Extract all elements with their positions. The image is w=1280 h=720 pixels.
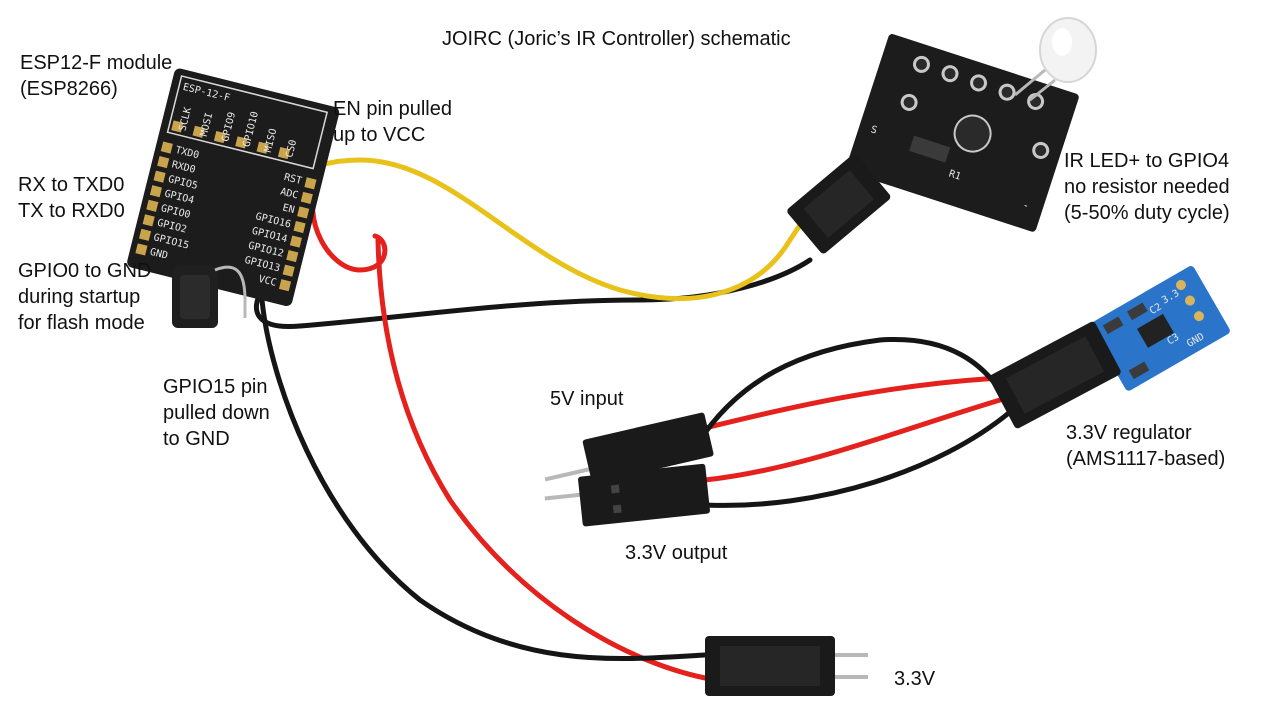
pcb-pin-label: VCC bbox=[257, 274, 277, 289]
pcb-pin-pad bbox=[138, 228, 152, 241]
label-ir-led: IR LED+ to GPIO4 no resistor needed (5-5… bbox=[1064, 150, 1230, 224]
diagram-title: JOIRC (Joric’s IR Controller) schematic bbox=[442, 28, 791, 50]
label-gpio0: GPIO0 to GND during startup for flash mo… bbox=[18, 260, 152, 334]
pcb-pin-pad bbox=[146, 199, 159, 212]
wire-gnd-to-ir bbox=[253, 257, 813, 330]
pcb-pin-pad bbox=[304, 177, 317, 190]
pcb-pin-pad bbox=[256, 141, 269, 154]
pcb-pin-label: ADC bbox=[279, 187, 299, 202]
pcb-pin-label: CS0 bbox=[284, 139, 299, 159]
label-rx-tx: RX to TXD0 TX to RXD0 bbox=[18, 174, 125, 222]
pcb-pin-pad bbox=[300, 191, 313, 204]
pcb-pin-pad bbox=[153, 170, 166, 183]
input-5v-connector bbox=[544, 412, 714, 484]
wire-gnd-to-3v3 bbox=[259, 297, 708, 662]
ir-connector bbox=[787, 154, 891, 254]
pcb-pin-label: GND bbox=[149, 247, 169, 262]
reg-mark-c3: C3 bbox=[1165, 332, 1181, 348]
reg-mark-c2: C2 bbox=[1148, 302, 1164, 318]
ir-mark-r1: R1 bbox=[947, 169, 962, 183]
pcb-pin-pad bbox=[157, 156, 170, 169]
flash-button bbox=[172, 265, 247, 328]
pcb-pin-pad bbox=[192, 125, 205, 138]
regulator-connector bbox=[989, 321, 1121, 429]
label-regulator: 3.3V regulator (AMS1117-based) bbox=[1066, 422, 1226, 470]
regulator-board: GND 3.3 C2 C3 bbox=[1089, 266, 1230, 391]
pcb-pin-pad bbox=[213, 131, 226, 144]
label-gpio15: GPIO15 pin pulled down to GND bbox=[163, 376, 270, 450]
out-33v-connector bbox=[705, 636, 868, 696]
pcb-pin-pad bbox=[149, 185, 163, 198]
pcb-pin-pad bbox=[277, 146, 291, 160]
pcb-pin-pad bbox=[293, 220, 306, 234]
label-33v-output: 3.3V output bbox=[625, 542, 728, 564]
label-esp-module: ESP12-F module (ESP8266) bbox=[20, 52, 173, 100]
ir-mark-s: S bbox=[869, 124, 878, 136]
label-5v-input: 5V input bbox=[550, 388, 624, 410]
pcb-pin-pad bbox=[297, 206, 310, 219]
pcb-pin-pad bbox=[282, 264, 295, 277]
pcb-pin-pad bbox=[142, 214, 155, 227]
pcb-pin-pad bbox=[278, 279, 292, 292]
pcb-pin-pad bbox=[235, 136, 248, 149]
pcb-pin-label: EN bbox=[281, 203, 295, 217]
pcb-pin-pad bbox=[289, 235, 302, 248]
wire-reg-black-upper bbox=[697, 336, 1008, 443]
label-33v: 3.3V bbox=[894, 668, 936, 690]
wire-reg-red-upper bbox=[702, 375, 1003, 431]
label-en-pin: EN pin pulled up to VCC bbox=[333, 98, 452, 146]
ir-led-module: S - R1 bbox=[845, 34, 1079, 232]
wire-en-pullup bbox=[310, 177, 388, 273]
ir-mark-minus: - bbox=[1021, 200, 1030, 212]
pcb-pin-pad bbox=[135, 243, 148, 256]
pcb-pin-label: RST bbox=[283, 172, 303, 187]
pcb-pin-pad bbox=[160, 141, 173, 154]
wire-reg-red-lower bbox=[702, 397, 1003, 483]
wire-reg-black-lower bbox=[702, 409, 1013, 508]
pcb-pin-pad bbox=[171, 120, 184, 133]
ir-led-bulb bbox=[1014, 17, 1097, 102]
wire-vcc-to-3v3 bbox=[375, 237, 708, 681]
output-33v-connector bbox=[544, 463, 710, 527]
pcb-pin-pad bbox=[286, 250, 299, 263]
